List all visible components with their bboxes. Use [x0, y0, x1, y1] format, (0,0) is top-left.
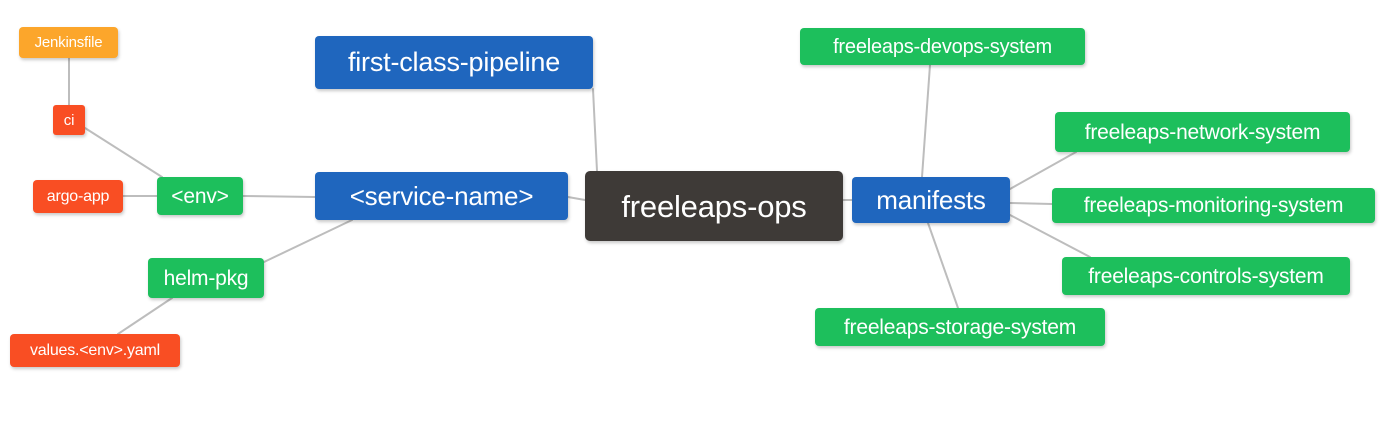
mindmap-edge-root-to-pipeline [592, 88, 598, 172]
mindmap-edge-service-to-env [242, 195, 316, 198]
mindmap-node-label: ci [63, 111, 75, 129]
mindmap-edge-env-to-ci [84, 127, 163, 178]
mindmap-node-label: freeleaps-ops [621, 188, 807, 224]
mindmap-node-label: helm-pkg [163, 266, 249, 290]
mindmap-edge-root-to-service [567, 196, 586, 201]
mindmap-node-monitoring[interactable]: freeleaps-monitoring-system [1052, 188, 1375, 223]
mindmap-edge-helmpkg-to-values [117, 297, 173, 335]
mindmap-node-label: manifests [876, 185, 986, 215]
mindmap-node-devops[interactable]: freeleaps-devops-system [800, 28, 1085, 65]
mindmap-node-label: Jenkinsfile [34, 34, 103, 51]
mindmap-edge-manifests-to-monitoring [1009, 202, 1053, 205]
mindmap-edge-manifests-to-devops [921, 64, 931, 178]
mindmap-node-label: <env> [171, 184, 229, 208]
mindmap-node-manifests[interactable]: manifests [852, 177, 1010, 223]
mindmap-node-ci[interactable]: ci [53, 105, 85, 135]
mindmap-node-label: argo-app [46, 187, 110, 205]
mindmap-edge-manifests-to-network [1009, 151, 1077, 190]
mindmap-node-storage[interactable]: freeleaps-storage-system [815, 308, 1105, 346]
mindmap-node-label: freeleaps-storage-system [843, 315, 1077, 339]
mindmap-node-label: freeleaps-devops-system [833, 35, 1052, 58]
mindmap-node-helmpkg[interactable]: helm-pkg [148, 258, 264, 298]
mindmap-edge-service-to-helmpkg [263, 219, 353, 263]
mindmap-node-label: values.<env>.yaml [29, 341, 160, 359]
mindmap-node-service[interactable]: <service-name> [315, 172, 568, 220]
mindmap-node-pipeline[interactable]: first-class-pipeline [315, 36, 593, 89]
mindmap-node-root[interactable]: freeleaps-ops [585, 171, 843, 241]
mindmap-edge-manifests-to-storage [927, 222, 959, 309]
mindmap-node-values[interactable]: values.<env>.yaml [10, 334, 180, 367]
mindmap-node-label: freeleaps-network-system [1084, 120, 1321, 144]
mindmap-node-label: first-class-pipeline [347, 47, 561, 77]
mindmap-node-network[interactable]: freeleaps-network-system [1055, 112, 1350, 152]
mindmap-node-controls[interactable]: freeleaps-controls-system [1062, 257, 1350, 295]
mindmap-node-argoapp[interactable]: argo-app [33, 180, 123, 213]
mindmap-node-label: freeleaps-controls-system [1088, 264, 1324, 288]
mindmap-node-label: <service-name> [349, 181, 534, 211]
mindmap-node-env[interactable]: <env> [157, 177, 243, 215]
mindmap-node-jenkinsfile[interactable]: Jenkinsfile [19, 27, 118, 58]
mindmap-node-label: freeleaps-monitoring-system [1083, 194, 1344, 217]
